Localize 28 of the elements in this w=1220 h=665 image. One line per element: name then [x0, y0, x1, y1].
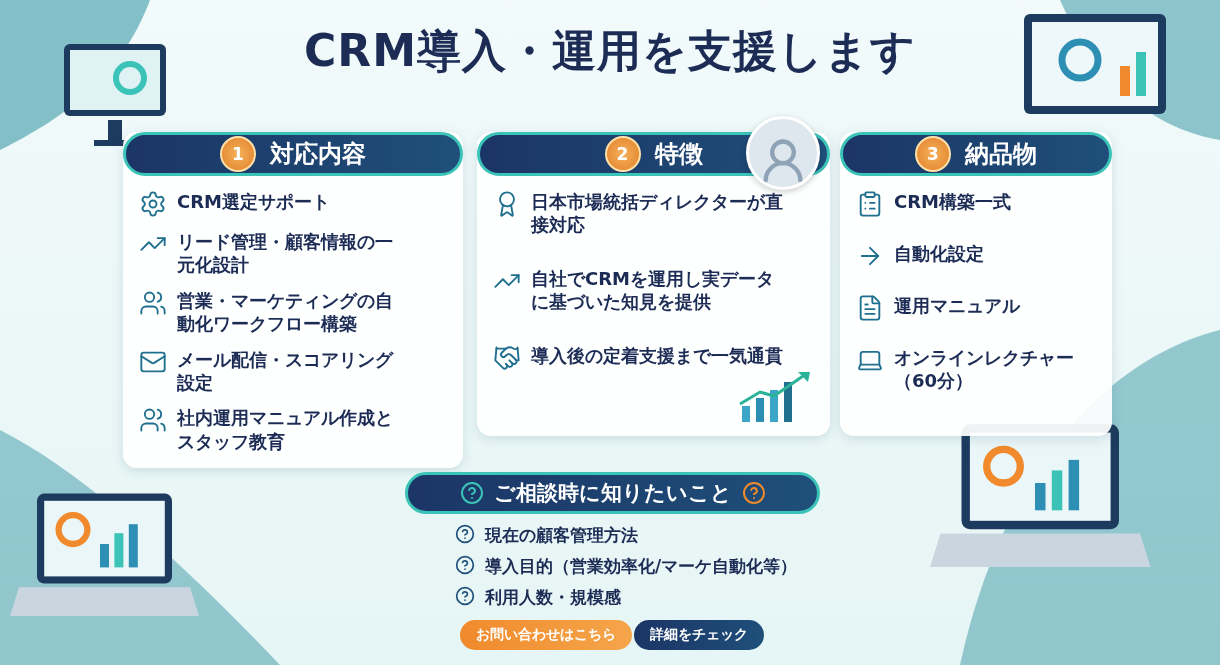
- details-button: 詳細をチェック: [634, 620, 764, 650]
- item-text: 日本市場統括ディレクターが直接対応: [531, 190, 784, 237]
- consultation-title: ご相談時に知りたいこと: [493, 480, 732, 507]
- item-text: CRM構築一式: [894, 190, 1011, 214]
- panel-title: 特徴: [654, 139, 703, 170]
- medal-badge: 1: [220, 136, 256, 172]
- contact-button: お問い合わせはこちら: [460, 620, 632, 650]
- consultation-panel: [405, 472, 820, 609]
- question-text: 現在の顧客管理方法: [485, 524, 638, 547]
- item-text: 営業・マーケティングの自動化ワークフロー構築: [177, 288, 394, 336]
- question-text: 利用人数・規模感: [485, 586, 621, 609]
- item-text: リード管理・顧客情報の一元化設計: [177, 230, 394, 277]
- item-text: メール配信・スコアリング設定: [177, 347, 395, 395]
- panel-title: 納品物: [965, 139, 1037, 170]
- item-text: CRM選定サポート: [177, 190, 330, 214]
- medal-badge: 3: [915, 136, 951, 172]
- feature-panel: [840, 132, 1112, 436]
- feature-panel: [123, 132, 463, 468]
- item-text: 運用マニュアル: [894, 294, 1020, 318]
- item-text: 自社でCRMを運用し実データに基づいた知見を提供: [531, 266, 775, 314]
- medal-badge: 2: [604, 136, 641, 172]
- page-title: CRM導入・運用を支援します: [303, 24, 917, 78]
- panel-title: 対応内容: [270, 139, 366, 170]
- item-text: オンラインレクチャー（60分）: [894, 346, 1075, 393]
- question-text: 導入目的（営業効率化/マーケ自動化等）: [485, 555, 798, 578]
- item-text: 導入後の定着支援まで一気通貫: [531, 343, 783, 367]
- item-text: 社内運用マニュアル作成とスタッフ教育: [177, 406, 394, 454]
- item-text: 自動化設定: [894, 242, 984, 266]
